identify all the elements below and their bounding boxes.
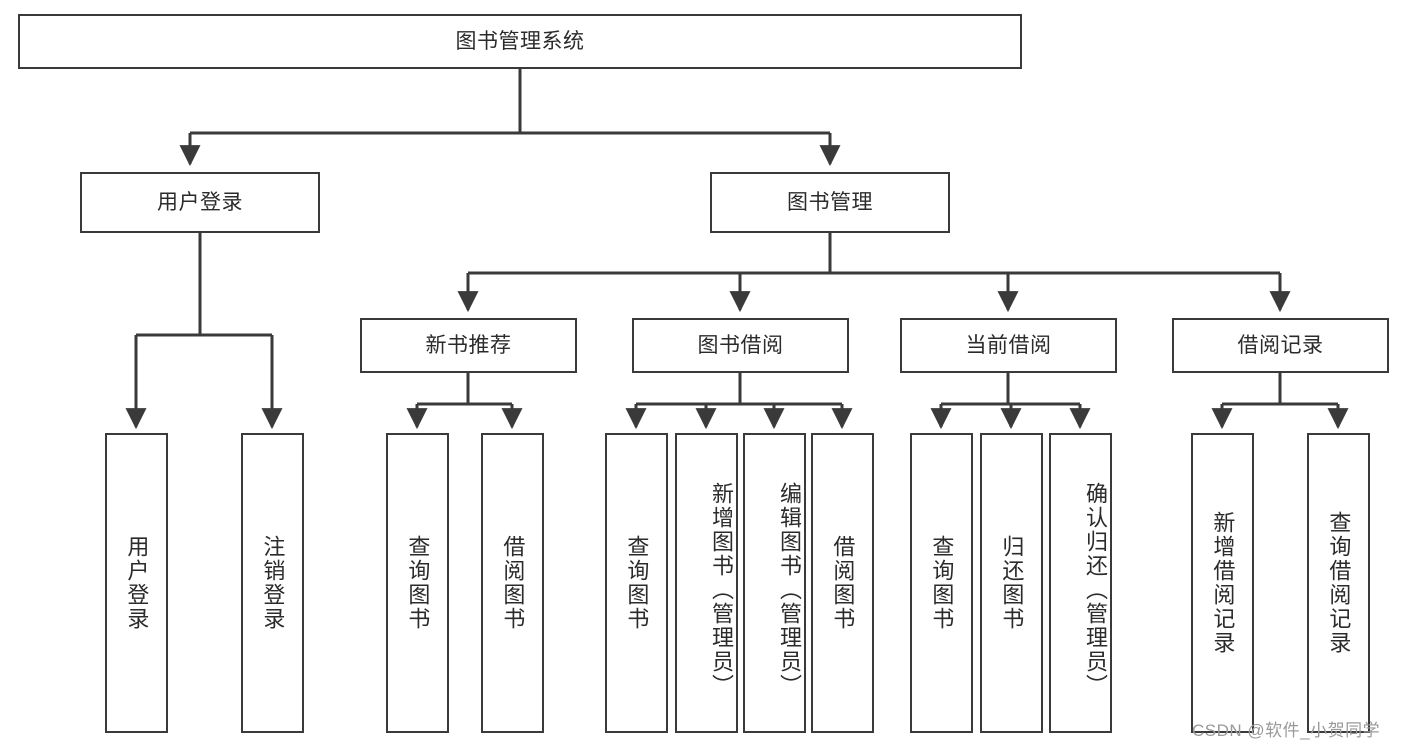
csdn-watermark: CSDN @软件_小贺同学 xyxy=(1192,721,1381,740)
leaf-return-book[interactable]: 归还图书 xyxy=(980,433,1043,733)
leaf-edit-book-admin[interactable]: 编辑图书（管理员） xyxy=(743,433,806,733)
node-new-book-recommend[interactable]: 新书推荐 xyxy=(360,318,577,373)
node-user-login[interactable]: 用户登录 xyxy=(80,172,320,233)
leaf-query-book-borrow[interactable]: 查询图书 xyxy=(605,433,668,733)
leaf-borrow-book-new-recommend[interactable]: 借阅图书 xyxy=(481,433,544,733)
leaf-user-login[interactable]: 用户登录 xyxy=(105,433,168,733)
node-current-borrow[interactable]: 当前借阅 xyxy=(900,318,1117,373)
leaf-query-book-current-borrow[interactable]: 查询图书 xyxy=(910,433,973,733)
leaf-query-book-new-recommend[interactable]: 查询图书 xyxy=(386,433,449,733)
node-book-management[interactable]: 图书管理 xyxy=(710,172,950,233)
node-root-book-management-system[interactable]: 图书管理系统 xyxy=(18,14,1022,69)
leaf-add-borrow-record[interactable]: 新增借阅记录 xyxy=(1191,433,1254,733)
leaf-borrow-book[interactable]: 借阅图书 xyxy=(811,433,874,733)
leaf-confirm-return-admin[interactable]: 确认归还（管理员） xyxy=(1049,433,1112,733)
leaf-add-book-admin[interactable]: 新增图书（管理员） xyxy=(675,433,738,733)
node-book-borrow[interactable]: 图书借阅 xyxy=(632,318,849,373)
node-borrow-record[interactable]: 借阅记录 xyxy=(1172,318,1389,373)
leaf-query-borrow-record[interactable]: 查询借阅记录 xyxy=(1307,433,1370,733)
leaf-logout[interactable]: 注销登录 xyxy=(241,433,304,733)
